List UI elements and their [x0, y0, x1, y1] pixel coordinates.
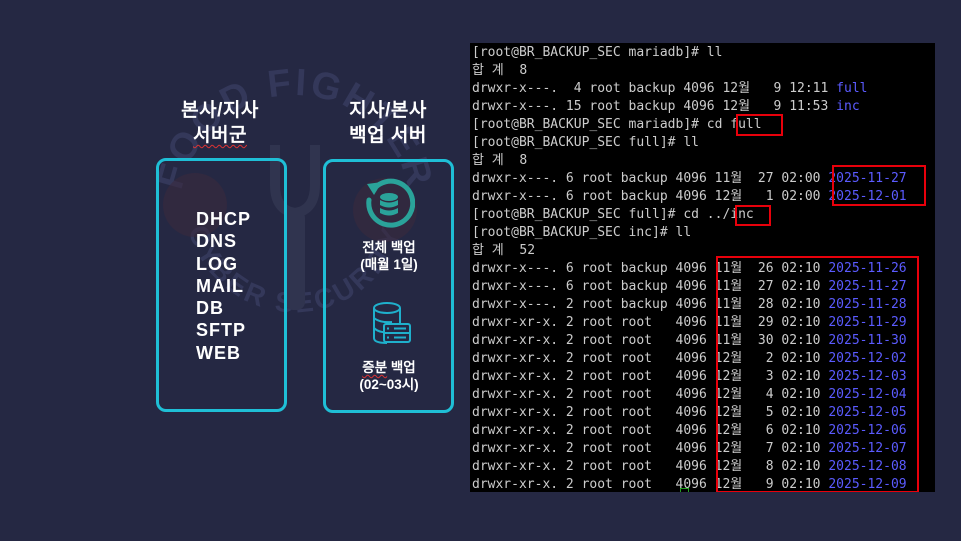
dir-name: 2025-12-01 — [828, 189, 907, 204]
left-column-title: 본사/지사 서버군 — [160, 98, 280, 148]
terminal-line: 합 계 8 — [472, 153, 528, 168]
incremental-backup-prefix: 증분 — [362, 360, 388, 375]
service-item: DB — [196, 298, 224, 319]
backup-server-box — [323, 159, 454, 413]
database-refresh-icon — [366, 178, 415, 228]
terminal-line: drwxr-xr-x. 2 root root 4096 12월 4 02:10… — [472, 387, 907, 402]
terminal-line: drwxr-x---. 2 root backup 4096 11월 28 02… — [472, 297, 907, 312]
terminal-line: drwxr-xr-x. 2 root root 4096 12월 9 02:10… — [472, 477, 907, 492]
terminal-line: drwxr-x---. 6 root backup 4096 11월 26 02… — [472, 261, 907, 276]
terminal-line: [root@BR_BACKUP_SEC mariadb]# cd full — [472, 117, 762, 132]
terminal-line: drwxr-x---. 4 root backup 4096 12월 9 12:… — [472, 81, 868, 96]
dir-name: 2025-11-29 — [828, 315, 907, 330]
full-backup-schedule: (매월 1일) — [360, 257, 418, 272]
dir-name: 2025-11-26 — [828, 261, 907, 276]
dir-name: 2025-11-27 — [828, 279, 907, 294]
terminal-line: drwxr-xr-x. 2 root root 4096 12월 2 02:10… — [472, 351, 907, 366]
highlight-inc-dirs — [716, 256, 919, 492]
dir-name: 2025-11-27 — [828, 171, 907, 186]
terminal-line: drwxr-x---. 6 root backup 4096 11월 27 02… — [472, 171, 907, 186]
terminal-line: drwxr-x---. 6 root backup 4096 11월 27 02… — [472, 279, 907, 294]
terminal-line: drwxr-xr-x. 2 root root 4096 12월 5 02:10… — [472, 405, 907, 420]
terminal-line: drwxr-xr-x. 2 root root 4096 12월 8 02:10… — [472, 459, 907, 474]
terminal-line: drwxr-xr-x. 2 root root 4096 12월 3 02:10… — [472, 369, 907, 384]
incremental-backup-schedule: (02~03시) — [359, 377, 419, 392]
full-backup-title: 전체 백업 — [362, 240, 416, 255]
terminal-line: [root@BR_BACKUP_SEC full]# ll — [472, 135, 699, 150]
service-item: MAIL — [196, 275, 244, 296]
highlight-full-dirs — [832, 165, 926, 206]
service-item: DHCP — [196, 209, 252, 229]
full-backup-label: 전체 백업 (매월 1일) — [333, 239, 445, 273]
service-item: WEB — [196, 342, 241, 363]
dir-name: 2025-12-03 — [828, 369, 907, 384]
right-column-title: 지사/본사 백업 서버 — [326, 98, 450, 148]
terminal-line: drwxr-xr-x. 2 root root 4096 12월 7 02:10… — [472, 441, 907, 456]
database-server-icon — [373, 302, 411, 344]
dir-name: 2025-12-04 — [828, 387, 907, 402]
service-item: SFTP — [196, 320, 247, 341]
terminal-line: 합 계 52 — [472, 243, 536, 258]
highlight-cd-inc — [735, 205, 771, 226]
terminal-line: drwxr-xr-x. 2 root root 4096 12월 6 02:10… — [472, 423, 907, 438]
terminal-line: 합 계 8 — [472, 63, 528, 78]
dir-name: inc — [836, 99, 860, 114]
service-item: LOG — [196, 253, 238, 274]
incremental-backup-suffix: 백업 — [387, 360, 416, 375]
dir-name: 2025-12-07 — [828, 441, 907, 456]
dir-name: 2025-12-02 — [828, 351, 907, 366]
terminal-cursor — [680, 488, 689, 492]
incremental-backup-label: 증분 백업 (02~03시) — [333, 359, 445, 393]
dir-name: 2025-12-09 — [828, 477, 907, 492]
left-title-line2: 서버군 — [193, 125, 247, 146]
highlight-cd-full — [736, 114, 783, 136]
left-title-line1: 본사/지사 — [181, 100, 259, 121]
terminal-line: [root@BR_BACKUP_SEC inc]# ll — [472, 225, 692, 240]
terminal-line: [root@BR_BACKUP_SEC full]# cd ../inc — [472, 207, 754, 222]
service-list: DHCP DNS LOG MAIL DB SFTP WEB — [196, 208, 251, 364]
terminal-line: drwxr-xr-x. 2 root root 4096 11월 30 02:1… — [472, 333, 907, 348]
dir-name: 2025-12-06 — [828, 423, 907, 438]
dir-name: full — [836, 81, 868, 96]
dir-name: 2025-11-28 — [828, 297, 907, 312]
dir-name: 2025-12-05 — [828, 405, 907, 420]
right-title-line2: 백업 서버 — [349, 125, 427, 146]
right-title-line1: 지사/본사 — [349, 100, 427, 121]
terminal-window[interactable]: [root@BR_BACKUP_SEC mariadb]# ll 합 계 8 d… — [470, 43, 935, 492]
server-group-box — [156, 158, 287, 412]
dir-name: 2025-12-08 — [828, 459, 907, 474]
service-item: DNS — [196, 231, 238, 252]
terminal-line: drwxr-xr-x. 2 root root 4096 11월 29 02:1… — [472, 315, 907, 330]
dir-name: 2025-11-30 — [828, 333, 907, 348]
terminal-line: drwxr-x---. 15 root backup 4096 12월 9 11… — [472, 99, 860, 114]
terminal-line: [root@BR_BACKUP_SEC mariadb]# ll — [472, 45, 723, 60]
terminal-line: drwxr-x---. 6 root backup 4096 12월 1 02:… — [472, 189, 907, 204]
